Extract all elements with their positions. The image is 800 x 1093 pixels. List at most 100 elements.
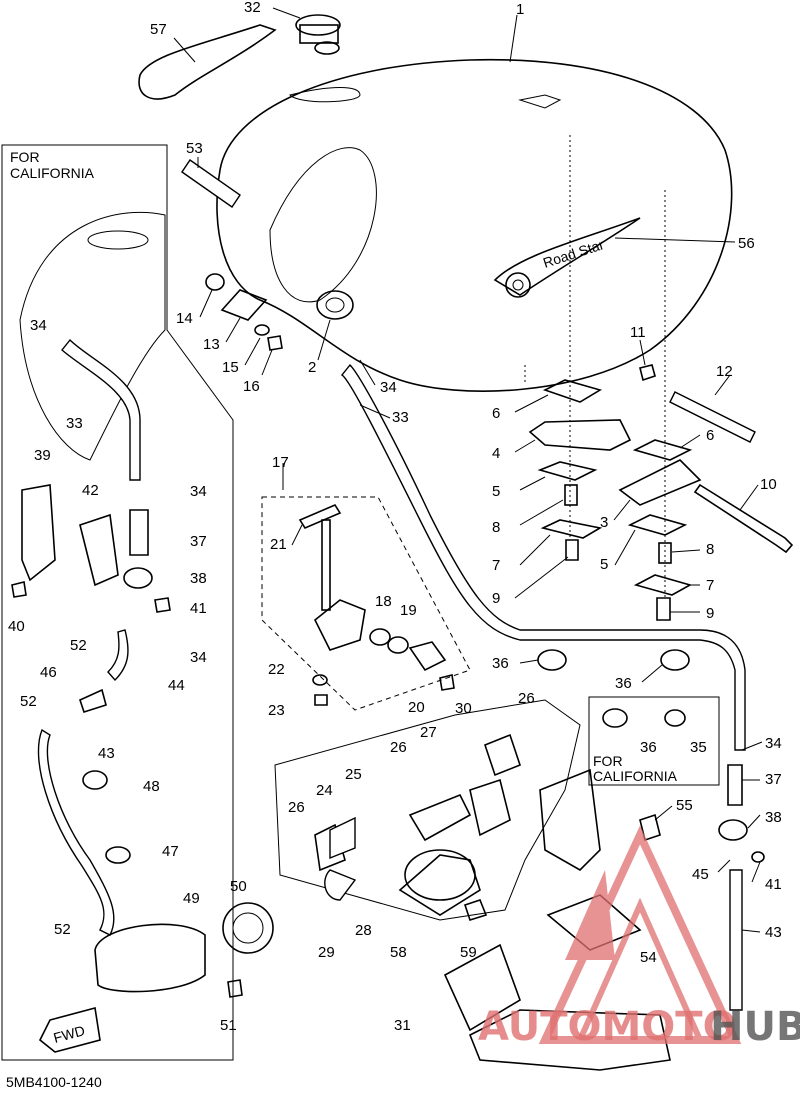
callout-41-a: 41	[190, 600, 207, 617]
callout-34-c: 34	[190, 649, 207, 666]
breather-hose	[181, 159, 241, 208]
callout-59: 59	[460, 944, 477, 961]
callout-27: 27	[420, 724, 437, 741]
callout-1: 1	[516, 1, 524, 18]
callout-36-c: 36	[640, 739, 657, 756]
callout-56: 56	[738, 235, 755, 252]
callout-36-b: 36	[615, 675, 632, 692]
callout-11: 11	[630, 324, 646, 341]
callout-52-c: 52	[54, 921, 71, 938]
callout-57: 57	[150, 21, 167, 38]
callout-22: 22	[268, 661, 285, 678]
callout-12: 12	[716, 363, 733, 380]
callout-45: 45	[692, 866, 709, 883]
tank-pad	[138, 24, 277, 100]
callout-20: 20	[408, 699, 425, 716]
callout-5-a: 5	[492, 483, 500, 500]
callout-8-b: 8	[706, 541, 714, 558]
callout-55: 55	[676, 797, 693, 814]
watermark-brand-part1: AUTOMOTO	[478, 1004, 737, 1050]
leader-lines	[173, 7, 763, 933]
callout-37-b: 37	[765, 771, 782, 788]
callout-16: 16	[243, 378, 260, 395]
callout-39: 39	[34, 447, 51, 464]
inset-tank: FWD	[11, 211, 274, 1053]
california-inset-box: FOR CALIFORNIA	[1, 144, 234, 1061]
callout-4: 4	[492, 445, 500, 462]
callout-53: 53	[186, 140, 203, 157]
fuel-tank: Road Star	[216, 14, 733, 392]
callout-34-e: 34	[190, 483, 207, 500]
callout-8-a: 8	[492, 519, 500, 536]
callout-40: 40	[8, 618, 25, 635]
callout-3: 3	[600, 514, 608, 531]
callout-10: 10	[760, 476, 777, 493]
callout-26-a: 26	[518, 690, 535, 707]
california-inset-box-right: FOR CALIFORNIA	[588, 696, 720, 786]
callout-26-c: 26	[288, 799, 305, 816]
callout-52-a: 52	[70, 637, 87, 654]
callout-49: 49	[183, 890, 200, 907]
callout-6-b: 6	[706, 427, 714, 444]
callout-13: 13	[203, 336, 220, 353]
watermark-brand-part2: HUB	[710, 1004, 800, 1050]
diagram-footer-code: 5MB4100-1240	[6, 1074, 102, 1090]
callout-38-b: 38	[765, 809, 782, 826]
inset-label-line2: CALIFORNIA	[10, 165, 95, 181]
callout-41-b: 41	[765, 876, 782, 893]
callout-9-b: 9	[706, 605, 714, 622]
callout-37-a: 37	[190, 533, 207, 550]
callout-28: 28	[355, 922, 372, 939]
callout-26-b: 26	[390, 739, 407, 756]
callout-18: 18	[375, 593, 392, 610]
inset-label-line1: FOR	[10, 149, 40, 165]
inset-right-label-line1: FOR	[593, 753, 623, 769]
callout-33-a: 33	[392, 409, 409, 426]
tank-mount-brackets	[524, 135, 794, 621]
callout-14: 14	[176, 310, 193, 327]
callout-21: 21	[270, 536, 287, 553]
inset-right-label-line2: CALIFORNIA	[593, 768, 678, 784]
callout-46: 46	[40, 664, 57, 681]
callout-43-a: 43	[98, 745, 115, 762]
callout-51: 51	[220, 1017, 237, 1034]
hose-clamps	[537, 649, 690, 671]
callout-35: 35	[690, 739, 707, 756]
fuel-cock-assembly	[261, 496, 471, 711]
callout-33-b: 33	[66, 415, 83, 432]
callout-50: 50	[230, 878, 247, 895]
callout-34-b: 34	[765, 735, 782, 752]
callout-32: 32	[244, 0, 261, 16]
callout-52-b: 52	[20, 693, 37, 710]
callout-17: 17	[272, 454, 289, 471]
right-canister-parts	[718, 764, 765, 1011]
callout-36-a: 36	[492, 655, 509, 672]
callout-5-b: 5	[600, 556, 608, 573]
callout-6-a: 6	[492, 405, 500, 422]
callout-31: 31	[394, 1017, 411, 1034]
callout-30: 30	[455, 700, 472, 717]
callout-9-a: 9	[492, 590, 500, 607]
fuel-pump-filter-group	[274, 699, 581, 921]
callout-34-d: 34	[30, 317, 47, 334]
breather-hose-33	[340, 363, 746, 751]
callout-43-b: 43	[765, 924, 782, 941]
callout-25: 25	[345, 766, 362, 783]
callout-15: 15	[222, 359, 239, 376]
callout-42: 42	[82, 482, 99, 499]
watermark-logo	[538, 825, 742, 1044]
callout-47: 47	[162, 843, 179, 860]
callout-44: 44	[168, 677, 185, 694]
callout-7-b: 7	[706, 577, 714, 594]
callout-48: 48	[143, 778, 160, 795]
callout-24: 24	[316, 782, 333, 799]
tank-bracket-parts	[205, 273, 283, 351]
callout-58: 58	[390, 944, 407, 961]
callout-19: 19	[400, 602, 417, 619]
callout-labels: 57 32 1 53 56 14 13 15 16 2 34 33 11 12 …	[8, 0, 782, 1034]
callout-29: 29	[318, 944, 335, 961]
callout-34-a: 34	[380, 379, 397, 396]
callout-54: 54	[640, 949, 657, 966]
callout-38-a: 38	[190, 570, 207, 587]
